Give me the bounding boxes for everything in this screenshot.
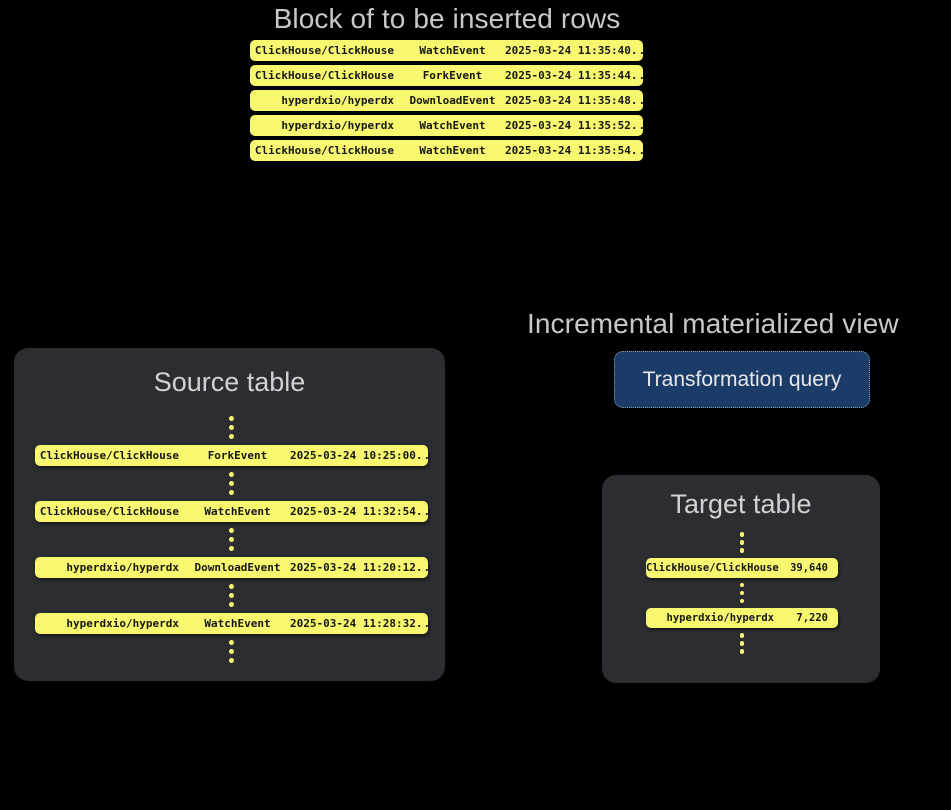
dot-icon (229, 472, 234, 477)
row-ellipsis-dots (35, 522, 428, 557)
row-ellipsis-dots (35, 410, 428, 445)
cell-repo: ClickHouse/ClickHouse (39, 449, 179, 462)
cell-more: ... (415, 561, 428, 574)
source-table-title: Source table (153, 367, 306, 397)
dot-icon (739, 641, 745, 646)
target-table-rows: ClickHouse/ClickHouse 39,640 hyperdxio/hyp… (646, 527, 838, 659)
transformation-query-label: Transformation query (642, 367, 842, 391)
cell-more: ... (415, 449, 428, 462)
cell-count: 39,640 (790, 561, 828, 574)
cell-event: WatchEvent (419, 119, 486, 132)
cell-repo: hyperdxio/hyperdx (666, 612, 774, 624)
cell-timestamp: 2025-03-24 11:35:44 (505, 69, 631, 82)
cell-event: WatchEvent (204, 617, 271, 630)
dot-icon (229, 593, 234, 598)
target-table-title: Target table (670, 489, 812, 519)
cell-timestamp: 2025-03-24 11:32:54 (290, 505, 416, 518)
dot-icon (739, 540, 745, 545)
cell-repo: hyperdxio/hyperdx (66, 561, 179, 574)
dot-icon (739, 532, 745, 537)
dot-icon (739, 582, 745, 587)
table-row: hyperdxio/hyperdx 7,220 (646, 608, 838, 628)
cell-event: DownloadEvent (194, 561, 281, 574)
cell-more: ... (415, 505, 428, 518)
table-row: ClickHouse/ClickHouse ForkEvent 2025-03-24… (250, 65, 643, 86)
cell-repo: hyperdxio/hyperdx (281, 119, 394, 132)
table-row: hyperdxio/hyperdx WatchEvent 2025-03-24 11… (35, 613, 428, 634)
dot-icon (229, 425, 234, 430)
target-table-card: Target table ClickHouse/ClickHouse 39,640… (602, 475, 880, 683)
row-ellipsis-dots (646, 628, 838, 659)
block-of-rows-heading: Block of to be inserted rows (273, 3, 621, 34)
dot-icon (229, 490, 234, 495)
cell-timestamp: 2025-03-24 11:35:40 (505, 44, 631, 57)
dot-icon (229, 658, 234, 663)
dot-icon (229, 649, 234, 654)
cell-repo: ClickHouse/ClickHouse (646, 561, 779, 574)
cell-more: ... (630, 119, 643, 132)
cell-timestamp: 2025-03-24 11:35:52 (505, 119, 631, 132)
cell-event: WatchEvent (419, 144, 486, 157)
dot-icon (229, 602, 234, 607)
table-row: ClickHouse/ClickHouse WatchEvent 2025-03-2… (35, 501, 428, 522)
table-row: ClickHouse/ClickHouse WatchEvent 2025-03-2… (250, 40, 643, 61)
dot-icon (739, 590, 745, 595)
cell-more: ... (630, 94, 643, 107)
incremental-materialized-view-heading: Incremental materialized view (527, 308, 899, 339)
dot-icon (229, 584, 234, 589)
table-row: ClickHouse/ClickHouse WatchEvent 2025-03-2… (250, 140, 643, 161)
cell-event: WatchEvent (419, 44, 486, 57)
row-ellipsis-dots (35, 466, 428, 501)
cell-more: ... (415, 617, 428, 630)
table-row: ClickHouse/ClickHouse 39,640 (646, 557, 838, 578)
dot-icon (739, 633, 745, 638)
dot-icon (229, 528, 234, 533)
source-table-card: Source table ClickHouse/ClickHouse ForkEv… (14, 348, 445, 681)
dot-icon (229, 546, 234, 551)
row-ellipsis-dots (646, 527, 838, 558)
cell-timestamp: 2025-03-24 11:20:12 (290, 561, 416, 574)
cell-event: DownloadEvent (409, 94, 496, 107)
cell-timestamp: 2025-03-24 11:35:48 (505, 94, 631, 107)
transformation-query-box[interactable]: Transformation query (614, 351, 870, 408)
dot-icon (229, 434, 234, 439)
row-ellipsis-dots (35, 578, 428, 613)
cell-more: ... (630, 44, 643, 57)
dot-icon (229, 416, 234, 421)
cell-repo: ClickHouse/ClickHouse (254, 44, 394, 57)
dot-icon (229, 640, 234, 645)
cell-repo: ClickHouse/ClickHouse (39, 505, 179, 518)
cell-repo: hyperdxio/hyperdx (66, 617, 179, 630)
cell-more: ... (630, 144, 643, 157)
cell-timestamp: 2025-03-24 11:35:54 (505, 144, 631, 157)
source-table-rows: ClickHouse/ClickHouse ForkEvent 2025-03-24… (35, 410, 428, 669)
cell-event: WatchEvent (204, 505, 271, 518)
cell-timestamp: 2025-03-24 10:25:00 (290, 449, 416, 462)
dot-icon (739, 598, 745, 603)
cell-repo: hyperdxio/hyperdx (281, 94, 394, 107)
dot-icon (739, 548, 745, 553)
cell-count: 7,220 (796, 612, 828, 624)
table-row: hyperdxio/hyperdx DownloadEvent 2025-03-24… (250, 90, 643, 111)
cell-event: ForkEvent (207, 449, 268, 462)
cell-more: ... (630, 69, 643, 82)
table-row: hyperdxio/hyperdx DownloadEvent 2025-03-24… (35, 557, 428, 578)
dot-icon (229, 537, 234, 542)
cell-repo: ClickHouse/ClickHouse (254, 69, 394, 82)
cell-timestamp: 2025-03-24 11:28:32 (290, 617, 416, 630)
dot-icon (739, 649, 745, 654)
cell-repo: ClickHouse/ClickHouse (254, 144, 394, 157)
dot-icon (229, 481, 234, 486)
cell-event: ForkEvent (422, 69, 483, 82)
table-row: ClickHouse/ClickHouse ForkEvent 2025-03-24… (35, 445, 428, 466)
row-ellipsis-dots (35, 634, 428, 669)
table-row: hyperdxio/hyperdx WatchEvent 2025-03-24 11… (250, 115, 643, 136)
row-ellipsis-dots (646, 578, 838, 609)
